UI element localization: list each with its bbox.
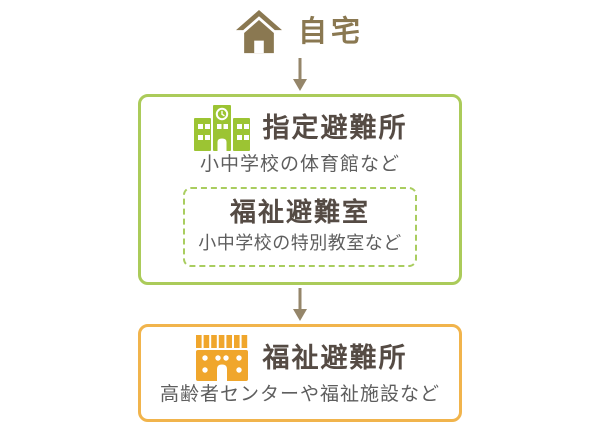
home-label: 自宅: [297, 14, 364, 49]
designated-shelter-title: 指定避難所: [262, 112, 408, 144]
designated-shelter-box: 指定避難所 小中学校の体育館など 福祉避難室 小中学校の特別教室など: [138, 94, 462, 286]
house-icon: [235, 9, 282, 53]
welfare-shelter-title-row: 福祉避難所: [193, 335, 408, 382]
welfare-room-title: 福祉避難室: [229, 197, 370, 228]
home-row: 自宅: [235, 8, 364, 55]
welfare-shelter-subtitle: 高齢者センターや福祉施設など: [159, 383, 440, 406]
facility-icon: [195, 335, 248, 382]
welfare-shelter-box: 福祉避難所 高齢者センターや福祉施設など: [138, 324, 462, 422]
designated-shelter-title-row: 指定避難所: [193, 105, 408, 152]
welfare-room-box: 福祉避難室 小中学校の特別教室など: [183, 186, 417, 268]
school-icon: [193, 105, 250, 152]
welfare-room-subtitle: 小中学校の特別教室など: [198, 232, 402, 254]
down-arrow-icon: [293, 58, 307, 92]
welfare-shelter-title: 福祉避難所: [262, 342, 408, 374]
designated-shelter-subtitle: 小中学校の体育館など: [199, 153, 400, 176]
down-arrow-icon: [293, 288, 307, 322]
